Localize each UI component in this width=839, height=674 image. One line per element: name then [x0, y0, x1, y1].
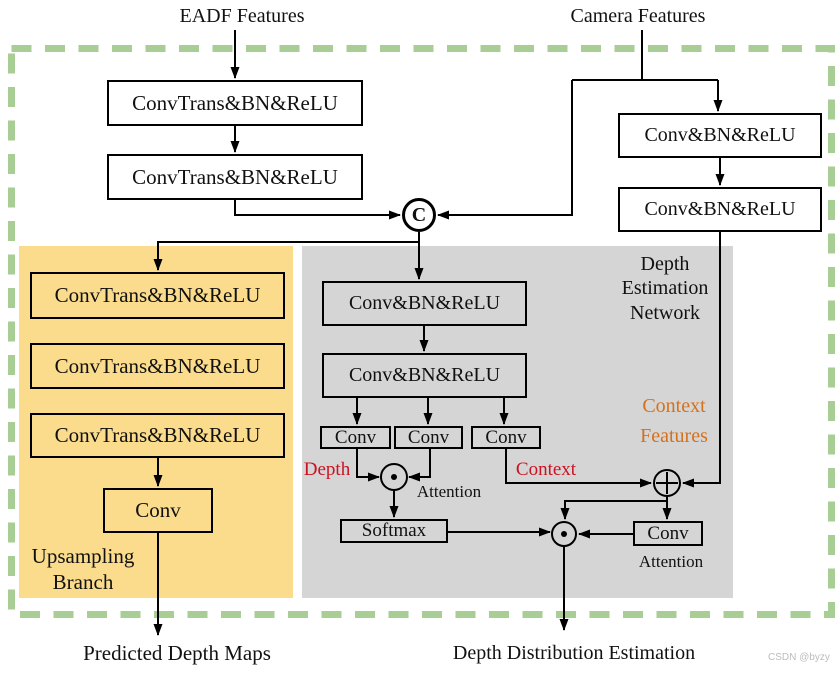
dot-symbol — [391, 474, 397, 480]
attention-label-2: Attention — [638, 552, 704, 571]
attention-multiply-circle-1 — [380, 463, 408, 491]
dot-symbol — [561, 531, 567, 537]
upsampling-convtrans-block-1: ConvTrans&BN&ReLU — [30, 272, 285, 319]
concat-symbol: C — [411, 203, 427, 226]
eadf-features-title: EADF Features — [179, 5, 305, 27]
add-circle — [653, 469, 681, 497]
depthnet-conv-block-2: Conv&BN&ReLU — [322, 353, 527, 398]
watermark: CSDN @byzy — [768, 652, 830, 663]
upsampling-branch-label: Upsampling Branch — [31, 544, 135, 594]
camera-features-title: Camera Features — [570, 5, 706, 27]
depth-label: Depth — [303, 459, 351, 480]
softmax-box: Softmax — [340, 519, 448, 543]
depth-distribution-estimation-label: Depth Distribution Estimation — [452, 642, 696, 664]
upsampling-convtrans-block-3: ConvTrans&BN&ReLU — [30, 413, 285, 458]
mid-conv-box: Conv — [394, 426, 463, 449]
attention-conv-box: Conv — [633, 521, 703, 546]
predicted-depth-maps-label: Predicted Depth Maps — [83, 641, 271, 665]
depthnet-title: Depth Estimation Network — [621, 253, 709, 324]
context-label: Context — [515, 459, 577, 480]
camera-conv-block-2: Conv&BN&ReLU — [618, 187, 822, 232]
camera-conv-block-1: Conv&BN&ReLU — [618, 113, 822, 158]
depth-conv-box: Conv — [320, 426, 391, 449]
upsampling-conv-block: Conv — [103, 488, 213, 533]
attention-label-1: Attention — [416, 482, 482, 501]
depthnet-conv-block-1: Conv&BN&ReLU — [322, 281, 527, 326]
context-features-label: Context Features — [640, 395, 708, 447]
context-conv-box: Conv — [471, 426, 541, 449]
concat-circle: C — [402, 198, 436, 232]
upsampling-convtrans-block-2: ConvTrans&BN&ReLU — [30, 343, 285, 389]
attention-multiply-circle-2 — [551, 521, 577, 547]
eadf-convtrans-block-2: ConvTrans&BN&ReLU — [107, 154, 363, 200]
eadf-convtrans-block-1: ConvTrans&BN&ReLU — [107, 80, 363, 126]
